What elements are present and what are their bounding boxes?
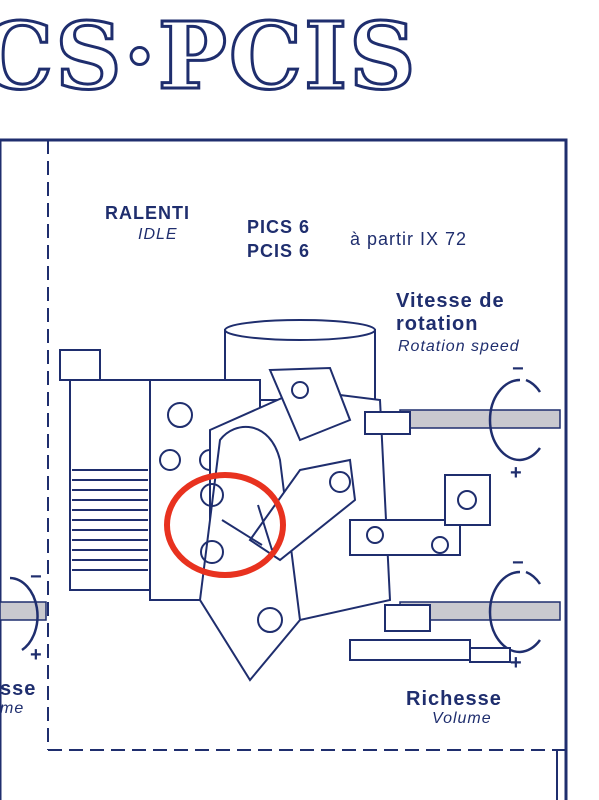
volume-plus-sign: + [510,652,523,674]
speed-label-fr-1: Vitesse de [396,290,505,312]
speed-label-fr-2: rotation [396,313,479,335]
speed-label-en: Rotation speed [398,338,520,355]
panel-border [0,138,568,800]
speed-plus-sign: + [510,462,523,484]
speed-rotation-arrow [488,378,542,462]
model-label-2: PCIS 6 [247,241,311,261]
richness-label-fr: Richesse [406,688,502,710]
idle-adjust-screw [200,483,273,564]
left-rotation-arrow [9,576,39,652]
adjustment-highlight-circle [164,472,286,578]
idle-label-fr: RALENTI [105,203,190,223]
left-plus-sign: + [30,644,43,666]
left-minus-sign: − [30,566,43,588]
from-label: à partir IX 72 [350,229,468,249]
left-label-en: me [0,700,25,717]
richness-label-en: Volume [432,710,492,727]
left-shaft [0,601,47,621]
volume-minus-sign: − [512,552,525,574]
speed-shaft [399,409,561,429]
speed-minus-sign: − [512,358,525,380]
carburetor-body [59,319,511,682]
page-title: CS·PCIS [0,2,418,110]
idle-label-en: IDLE [138,226,178,243]
left-label-fr: sse [0,678,37,700]
model-label-1: PICS 6 [247,217,311,237]
